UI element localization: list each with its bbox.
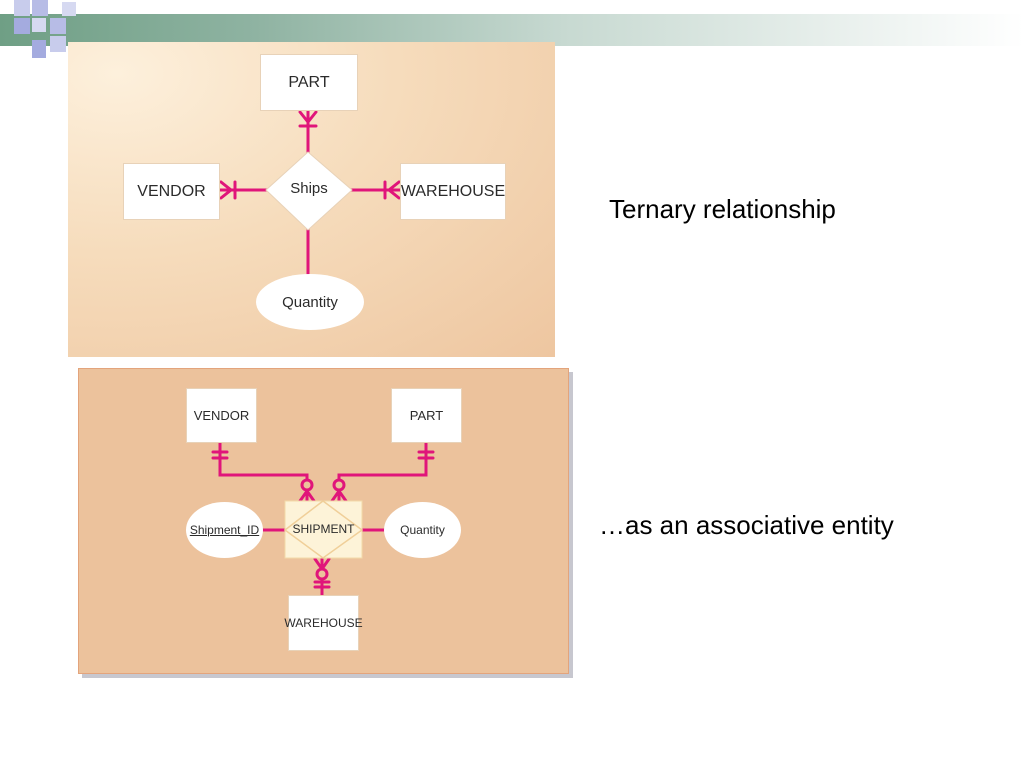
ternary-connectors bbox=[218, 109, 402, 276]
entity-vendor: VENDOR bbox=[123, 163, 220, 220]
entity-warehouse: WAREHOUSE bbox=[400, 163, 506, 220]
entity-vendor-assoc-label: VENDOR bbox=[193, 408, 250, 423]
attribute-quantity-assoc-label: Quantity bbox=[400, 523, 445, 537]
header-gradient-bar bbox=[0, 14, 1024, 46]
caption-ternary-relationship: Ternary relationship bbox=[609, 194, 836, 224]
entity-part-assoc-label: PART bbox=[409, 408, 444, 423]
attribute-quantity-assoc: Quantity bbox=[384, 502, 461, 558]
attribute-shipment-id-label: Shipment_ID bbox=[189, 523, 260, 537]
attribute-shipment-id: Shipment_ID bbox=[186, 502, 263, 558]
entity-warehouse-label: WAREHOUSE bbox=[400, 182, 506, 200]
vendor-crowfoot bbox=[219, 180, 234, 200]
associative-diagram-panel: VENDOR PART SHIPMENT Shipment_ID Quantit… bbox=[78, 368, 569, 674]
caption-associative-entity: …as an associative entity bbox=[599, 510, 894, 540]
ships-relationship-diamond bbox=[265, 151, 353, 231]
entity-warehouse-assoc: WAREHOUSE bbox=[284, 595, 363, 651]
template-logo-squares bbox=[0, 0, 80, 64]
warehouse-zero-circle bbox=[315, 567, 329, 581]
entity-vendor-assoc: VENDOR bbox=[186, 388, 257, 443]
ternary-diagram-panel: PART VENDOR WAREHOUSE Ships Quantity bbox=[68, 42, 555, 357]
entity-vendor-label: VENDOR bbox=[137, 182, 206, 200]
attribute-quantity-label: Quantity bbox=[282, 293, 338, 311]
shipment-label: SHIPMENT bbox=[292, 522, 355, 536]
vendor-crowfoot bbox=[298, 488, 316, 503]
entity-part: PART bbox=[260, 54, 358, 111]
part-shipment-line bbox=[337, 441, 428, 503]
part-crowfoot bbox=[298, 110, 318, 125]
relationship-ships-label: Ships bbox=[290, 180, 328, 197]
entity-part-assoc: PART bbox=[391, 388, 462, 443]
entity-warehouse-assoc-label: WAREHOUSE bbox=[284, 616, 363, 630]
part-crowfoot bbox=[330, 488, 348, 503]
warehouse-crowfoot bbox=[386, 180, 401, 200]
associative-connectors bbox=[211, 441, 435, 597]
vendor-shipment-line bbox=[218, 441, 309, 503]
attribute-quantity: Quantity bbox=[256, 274, 364, 330]
entity-part-label: PART bbox=[288, 73, 330, 91]
shipment-diamond bbox=[283, 500, 364, 559]
